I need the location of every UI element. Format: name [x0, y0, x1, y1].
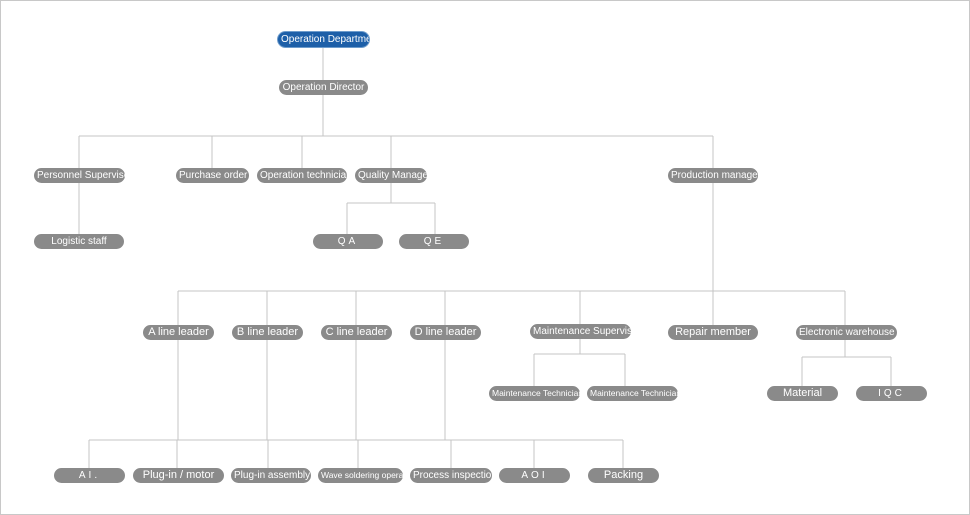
node-quality-manager: Quality Manager	[355, 168, 427, 183]
node-material: Material	[767, 386, 838, 401]
node-ai: AI.	[54, 468, 125, 483]
node-operation-department: Operation Department	[278, 32, 369, 47]
node-operation-director: Operation Director	[279, 80, 368, 95]
node-plugin-motor: Plug-in / motor	[133, 468, 224, 483]
node-operation-technician: Operation technician	[257, 168, 347, 183]
node-a-line-leader: A line leader	[143, 325, 214, 340]
node-process-inspection: Process inspection	[410, 468, 492, 483]
node-electronic-warehouse: Electronic warehouse	[796, 325, 897, 340]
node-iqc: IQC	[856, 386, 927, 401]
node-personnel-supervisor: Personnel Supervisor	[34, 168, 125, 183]
node-purchase-order: Purchase order	[176, 168, 249, 183]
node-maintenance-technician-2: Maintenance Technician	[587, 386, 678, 401]
node-d-line-leader: D line leader	[410, 325, 481, 340]
node-plugin-assembly: Plug-in assembly	[231, 468, 311, 483]
node-qa: QA	[313, 234, 383, 249]
node-packing: Packing	[588, 468, 659, 483]
node-production-manager: Production manager	[668, 168, 758, 183]
node-maintenance-technician-1: Maintenance Technician	[489, 386, 580, 401]
node-logistic-staff: Logistic staff	[34, 234, 124, 249]
node-maintenance-supervisor: Maintenance Supervisor	[530, 324, 631, 339]
node-aoi: AOI	[499, 468, 570, 483]
node-qe: QE	[399, 234, 469, 249]
node-repair-member: Repair member	[668, 325, 758, 340]
node-b-line-leader: B line leader	[232, 325, 303, 340]
node-c-line-leader: C line leader	[321, 325, 392, 340]
node-wave-soldering-operator: Wave soldering operator	[318, 468, 403, 483]
